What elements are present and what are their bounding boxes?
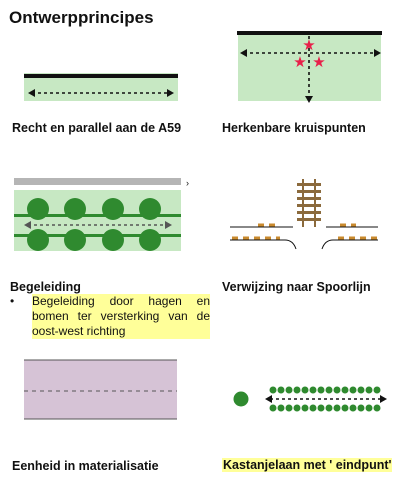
- road-edge-line: [24, 74, 178, 78]
- panel-bg: [14, 190, 181, 251]
- arrow-right-icon: [167, 89, 174, 97]
- road-edge-line: [237, 31, 382, 35]
- page-title: Ontwerpprincipes: [9, 8, 154, 27]
- arrow-right-icon: [380, 395, 387, 403]
- tree-row-bottom: [269, 404, 381, 412]
- tree-icon: [27, 198, 49, 220]
- panel-bg: [24, 73, 178, 101]
- bullet-icon: •: [10, 294, 15, 308]
- endpoint-tree-icon: [233, 391, 249, 407]
- caption-begeleiding: Begeleiding: [10, 280, 81, 294]
- tree-row-top: [269, 386, 381, 394]
- panel-bg: [24, 360, 177, 419]
- arrow-right-icon: [165, 221, 172, 229]
- caption-kruispunten: Herkenbare kruispunten: [222, 121, 366, 135]
- arrow-right-icon: [374, 49, 381, 57]
- caption-spoorlijn: Verwijzing naar Spoorlijn: [222, 280, 371, 294]
- caption-kastanjelaan: Kastanjelaan met ' eindpunt': [222, 458, 393, 472]
- tree-icon: [139, 198, 161, 220]
- tree-row-bottom: [27, 229, 161, 251]
- tree-icon: [139, 229, 161, 251]
- star-icon: ★: [293, 54, 306, 71]
- tree-icon: [64, 229, 86, 251]
- road-edge-line: [14, 178, 181, 185]
- arrow-left-icon: [240, 49, 247, 57]
- arrow-left-icon: [28, 89, 35, 97]
- arrow-left-icon: [265, 395, 272, 403]
- list-item: • Begeleiding door hagen en bomen ter ve…: [10, 294, 210, 339]
- tree-icon: [102, 198, 124, 220]
- arrow-down-icon: [305, 96, 313, 103]
- star-icon: ★: [302, 37, 315, 54]
- bullet-text: Begeleiding door hagen en bomen ter vers…: [32, 294, 210, 339]
- tree-icon: [102, 229, 124, 251]
- railway-track: [297, 179, 321, 227]
- tree-icon: [27, 229, 49, 251]
- hedge-line: [14, 234, 181, 237]
- arrow-right-icon: ›: [186, 178, 189, 188]
- arrow-left-icon: [24, 221, 31, 229]
- star-icon: ★: [312, 54, 325, 71]
- hedge-line: [14, 214, 181, 217]
- begeleiding-bullets: • Begeleiding door hagen en bomen ter ve…: [10, 294, 210, 339]
- tree-row-top: [27, 198, 161, 220]
- caption-materialisatie: Eenheid in materialisatie: [12, 459, 159, 473]
- caption-recht: Recht en parallel aan de A59: [12, 121, 182, 135]
- tree-icon: [64, 198, 86, 220]
- panel-bg: [238, 32, 381, 101]
